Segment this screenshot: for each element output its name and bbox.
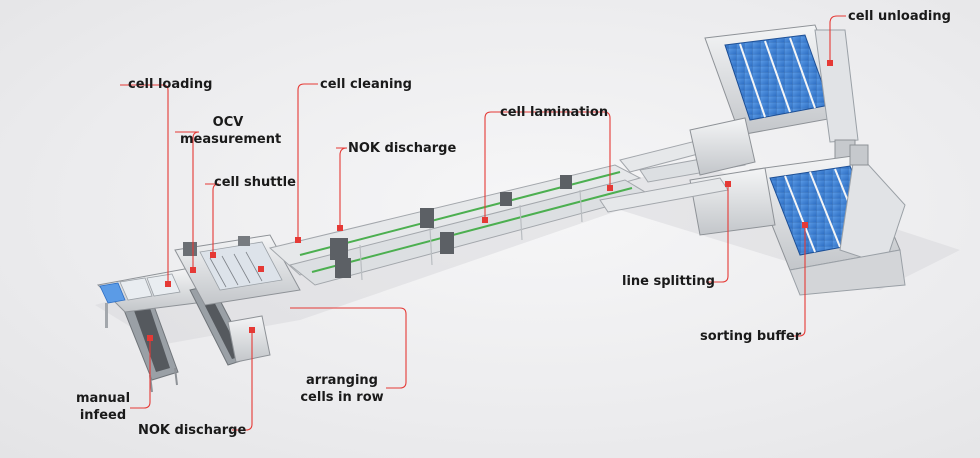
label-cell-loading: cell loading: [128, 77, 213, 92]
leader-nok-discharge-bottom: [232, 330, 253, 431]
marker-nok-discharge-bottom: [249, 327, 255, 333]
marker-manual-infeed: [147, 335, 153, 341]
label-cell-cleaning: cell cleaning: [320, 77, 412, 92]
leader-ocv-measurement: [175, 131, 200, 270]
leader-cell-loading: [110, 83, 168, 284]
leader-nok-discharge-top: [336, 147, 348, 228]
marker-cell-shuttle: [210, 252, 216, 258]
label-cell-lamination: cell lamination: [500, 105, 609, 120]
leader-arranging: [290, 307, 407, 389]
label-sorting-buffer: sorting buffer: [700, 329, 802, 344]
label-arranging-line1: arranging: [306, 373, 378, 388]
marker-cell-cleaning: [295, 237, 301, 243]
label-cell-shuttle: cell shuttle: [214, 175, 296, 190]
leader-lines: [110, 15, 846, 431]
label-nok-discharge-bottom: NOK discharge: [138, 423, 247, 438]
marker-nok-discharge-top: [337, 225, 343, 231]
label-manual-infeed: manual infeed: [72, 390, 134, 424]
nok-discharge-conveyor-bottom: [189, 284, 271, 366]
marker-cell-loading: [165, 281, 171, 287]
label-ocv-measurement: OCV measurement: [180, 114, 282, 148]
leader-line-splitting: [706, 184, 729, 283]
marker-sorting-buffer: [802, 222, 808, 228]
leader-manual-infeed: [130, 338, 151, 409]
leader-sorting-buffer: [789, 225, 806, 337]
marker-cell-lamination-b: [607, 185, 613, 191]
leader-cell-loading-line: [120, 84, 169, 284]
label-arranging-cells: arranging cells in row: [296, 372, 388, 406]
label-ocv-line1: OCV: [212, 115, 244, 130]
leader-cell-cleaning: [297, 83, 318, 240]
ocv-shuttle-block: [174, 234, 301, 306]
label-manual-line2: infeed: [79, 408, 127, 423]
leader-cell-lamination: [484, 111, 611, 220]
label-cell-unloading: cell unloading: [848, 9, 951, 24]
leader-cell-shuttle: [205, 183, 220, 255]
label-ocv-line2: measurement: [180, 132, 282, 147]
label-line-splitting: line splitting: [622, 274, 715, 289]
station-markers: [147, 60, 833, 341]
marker-cell-lamination-a: [482, 217, 488, 223]
marker-ocv: [190, 267, 196, 273]
main-transfer-line: [268, 164, 652, 286]
marker-line-splitting: [725, 181, 731, 187]
label-manual-line1: manual: [75, 391, 131, 406]
marker-cell-unloading: [827, 60, 833, 66]
label-nok-discharge-top: NOK discharge: [348, 141, 457, 156]
cell-unloading-module: [689, 24, 859, 176]
marker-arranging: [258, 266, 264, 272]
leader-cell-unloading: [829, 15, 846, 63]
label-arranging-line2: cells in row: [300, 390, 384, 405]
